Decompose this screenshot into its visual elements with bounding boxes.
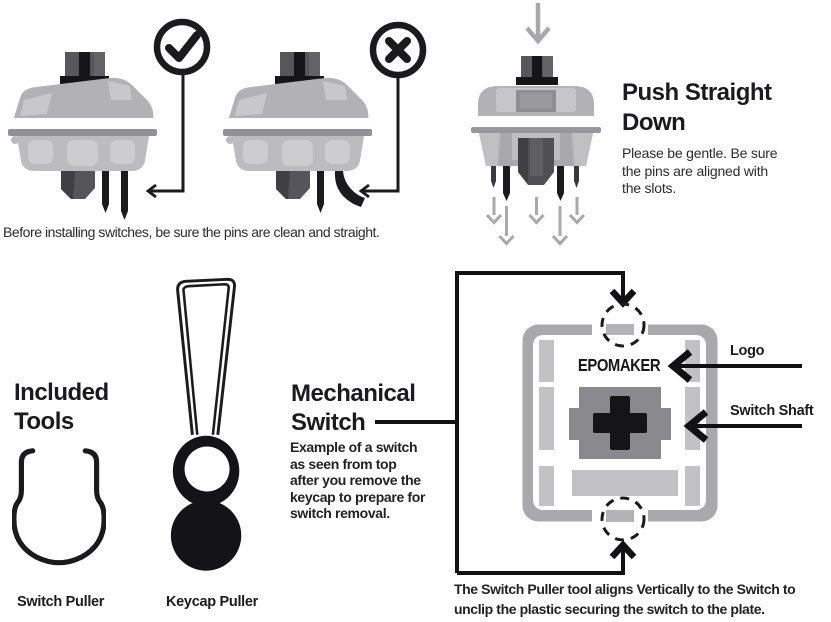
title-line: Switch: [291, 408, 366, 436]
body-line: switch removal.: [290, 505, 390, 522]
body-line: as seen from top: [290, 455, 397, 472]
switch-pin: [574, 166, 579, 188]
lower-housing-side: [572, 133, 593, 166]
switch-bent-pin-illustration: [223, 52, 372, 213]
logo-callout-label: Logo: [730, 343, 765, 359]
caption-line: The Switch Puller tool aligns Vertically…: [454, 581, 796, 597]
cup-slot: [325, 140, 350, 164]
check-circle-icon: [153, 18, 211, 76]
center-post-shadow: [518, 138, 528, 183]
title-line: Mechanical: [291, 380, 416, 407]
housing-white-band: [226, 118, 370, 129]
switch-pin-bent: [334, 171, 365, 207]
mechanical-switch-title: Mechanical Switch: [291, 380, 416, 437]
keycap-puller-handle-hole: [184, 446, 230, 492]
switch-puller-usage-caption: The Switch Puller tool aligns Vertically…: [454, 580, 796, 619]
switch-pin-straight: [317, 171, 324, 213]
cup-side-nub: [11, 136, 19, 144]
switch-front-view-illustration: [471, 56, 601, 201]
housing-rim: [223, 129, 372, 136]
body-line: the pins are aligned with: [622, 162, 768, 179]
housing-white-band: [11, 118, 155, 129]
title-line: Push Straight: [622, 79, 772, 106]
bracket-arrow-up: [609, 540, 637, 560]
switch-puller-illustration: [12, 448, 106, 566]
housing-window-left: [20, 93, 52, 116]
center-post-shadow: [276, 171, 290, 199]
cup-slot: [243, 140, 268, 164]
shaft-plate-wing: [569, 408, 579, 440]
cup-slot: [28, 140, 53, 164]
switch-puller-label: Switch Puller: [17, 594, 105, 610]
cup-slot: [282, 140, 313, 166]
pin-check-caption: Before installing switches, be sure the …: [3, 224, 380, 240]
push-straight-down-title: Push Straight Down: [622, 78, 772, 138]
cup-slot: [110, 140, 135, 164]
housing-window-right: [108, 81, 132, 100]
included-tools-title: Included Tools: [14, 378, 109, 436]
caption-line: unclip the plastic securing the switch t…: [454, 600, 765, 617]
epomaker-logo: EPOMAKER: [578, 356, 661, 375]
shaft-callout-label: Switch Shaft: [730, 403, 814, 419]
body-line: Example of a switch: [290, 439, 418, 455]
switch-pin-straight: [102, 171, 109, 213]
housing-rim: [471, 127, 601, 133]
switch-stem: [275, 52, 324, 85]
x-circle-icon: [369, 21, 427, 79]
center-post-shadow: [61, 171, 75, 199]
bracket-arrow-down: [609, 288, 637, 308]
plate-tab-bottom: [606, 509, 634, 522]
switch-pin: [557, 166, 564, 201]
switch-bottom-housing-area: [572, 470, 678, 496]
housing-window-left: [235, 93, 267, 116]
body-line: keycap to prepare for: [290, 488, 426, 505]
keycap-puller-illustration: [170, 277, 242, 571]
push-down-body: Please be gentle. Be sure the pins are a…: [622, 145, 778, 198]
lower-housing-side: [479, 133, 500, 166]
switch-stem: [516, 56, 558, 85]
keycap-puller-label: Keycap Puller: [166, 594, 259, 610]
push-down-arrow-icon: [525, 3, 551, 45]
switch-stem: [60, 52, 109, 85]
switch-puller-outline: [12, 448, 106, 566]
switch-top-view-illustration: EPOMAKER: [522, 324, 718, 522]
switch-pin-straight: [121, 171, 128, 220]
housing-window-inner: [520, 93, 552, 109]
keycap-puller-handle-bottom: [170, 500, 242, 571]
cup-slot: [67, 140, 98, 166]
title-line: Included: [14, 379, 109, 406]
switch-pin: [491, 166, 496, 188]
mechanical-switch-body: Example of a switch as seen from top aft…: [290, 439, 425, 522]
shaft-plate-wing: [661, 408, 671, 440]
housing-white-band: [473, 116, 599, 127]
title-line: Down: [622, 109, 686, 136]
housing-window-right: [323, 81, 347, 100]
switch-good-pins-illustration: [8, 52, 157, 220]
title-line: Tools: [14, 408, 74, 435]
switch-pin: [503, 166, 510, 201]
housing-rim: [8, 129, 157, 136]
cup-side-nub: [226, 136, 234, 144]
center-post-highlight: [530, 138, 543, 176]
body-line: Please be gentle. Be sure: [622, 145, 778, 161]
body-line: after you remove the: [290, 472, 421, 489]
keycap-puller-wire-outer: [176, 277, 236, 435]
keycap-puller-wire-inner: [182, 282, 230, 435]
body-line: the slots.: [622, 180, 677, 196]
